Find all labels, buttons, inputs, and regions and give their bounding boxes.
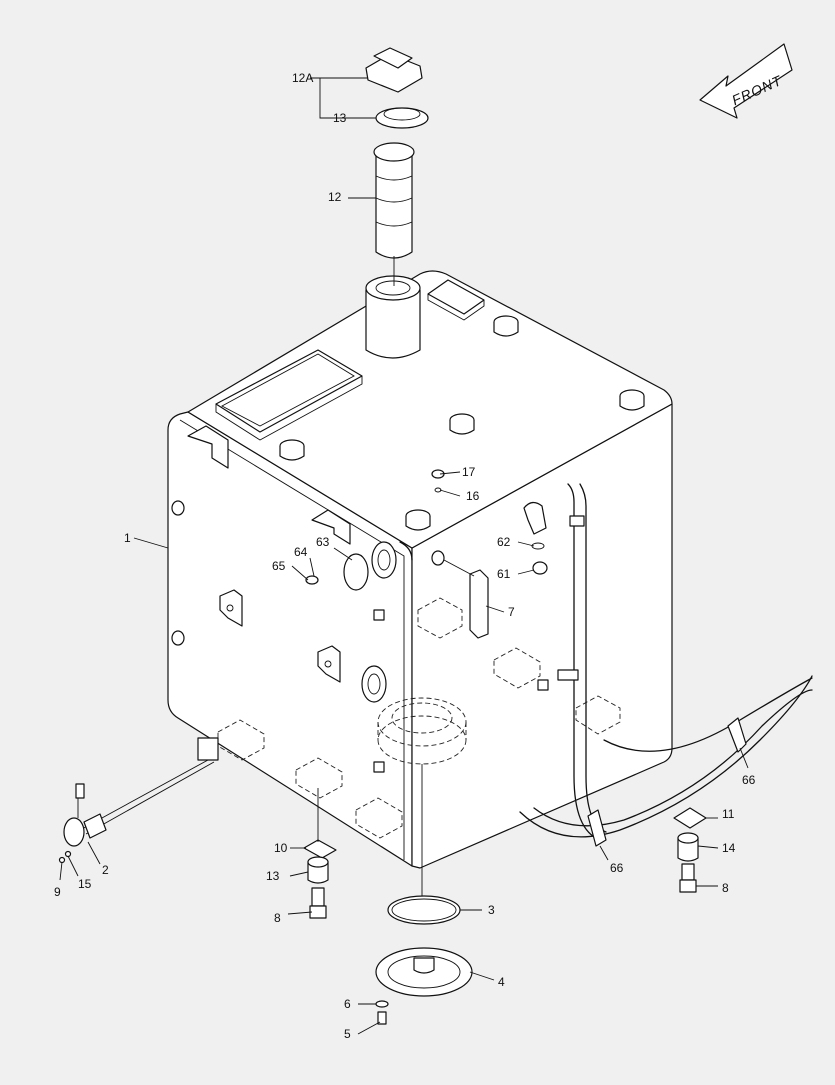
callout-7: 7 [508,605,515,619]
callout-labels: 12A 13 12 1 17 16 62 61 7 63 64 65 10 13… [54,71,756,1041]
callout-66-left: 66 [610,861,624,875]
callout-65: 65 [272,559,286,573]
callout-3: 3 [488,903,495,917]
callout-12: 12A [292,71,313,85]
callout-16: 16 [466,489,480,503]
callout-15: 9 [54,885,61,899]
callout-61: 61 [497,567,511,581]
callout-10: 11 [722,807,735,821]
callout-13-left: 13 [266,869,280,883]
callout-14: 15 [78,877,92,891]
callout-1: 1 [124,531,131,545]
callout-17: 17 [462,465,476,479]
callout-12a: 13 [333,111,347,125]
callout-8-left: 8 [274,911,281,925]
callout-9: 10 [274,841,288,855]
callout-5: 5 [344,1027,351,1041]
callout-63: 63 [316,535,330,549]
front-arrow: FRONT [699,43,793,119]
callout-13-right: 14 [722,841,736,855]
hydraulic-tank [79,270,813,869]
callout-6: 6 [344,997,351,1011]
callout-62: 62 [497,535,511,549]
callout-64: 64 [294,545,308,559]
filler-parts [365,47,429,286]
callout-8-right: 8 [722,881,729,895]
leader-lines [59,77,749,1035]
callout-66-right: 66 [742,773,756,787]
drain-parts [58,764,707,1025]
callout-2: 2 [102,863,109,877]
callout-11: 12 [328,190,342,204]
callout-4: 4 [498,975,505,989]
